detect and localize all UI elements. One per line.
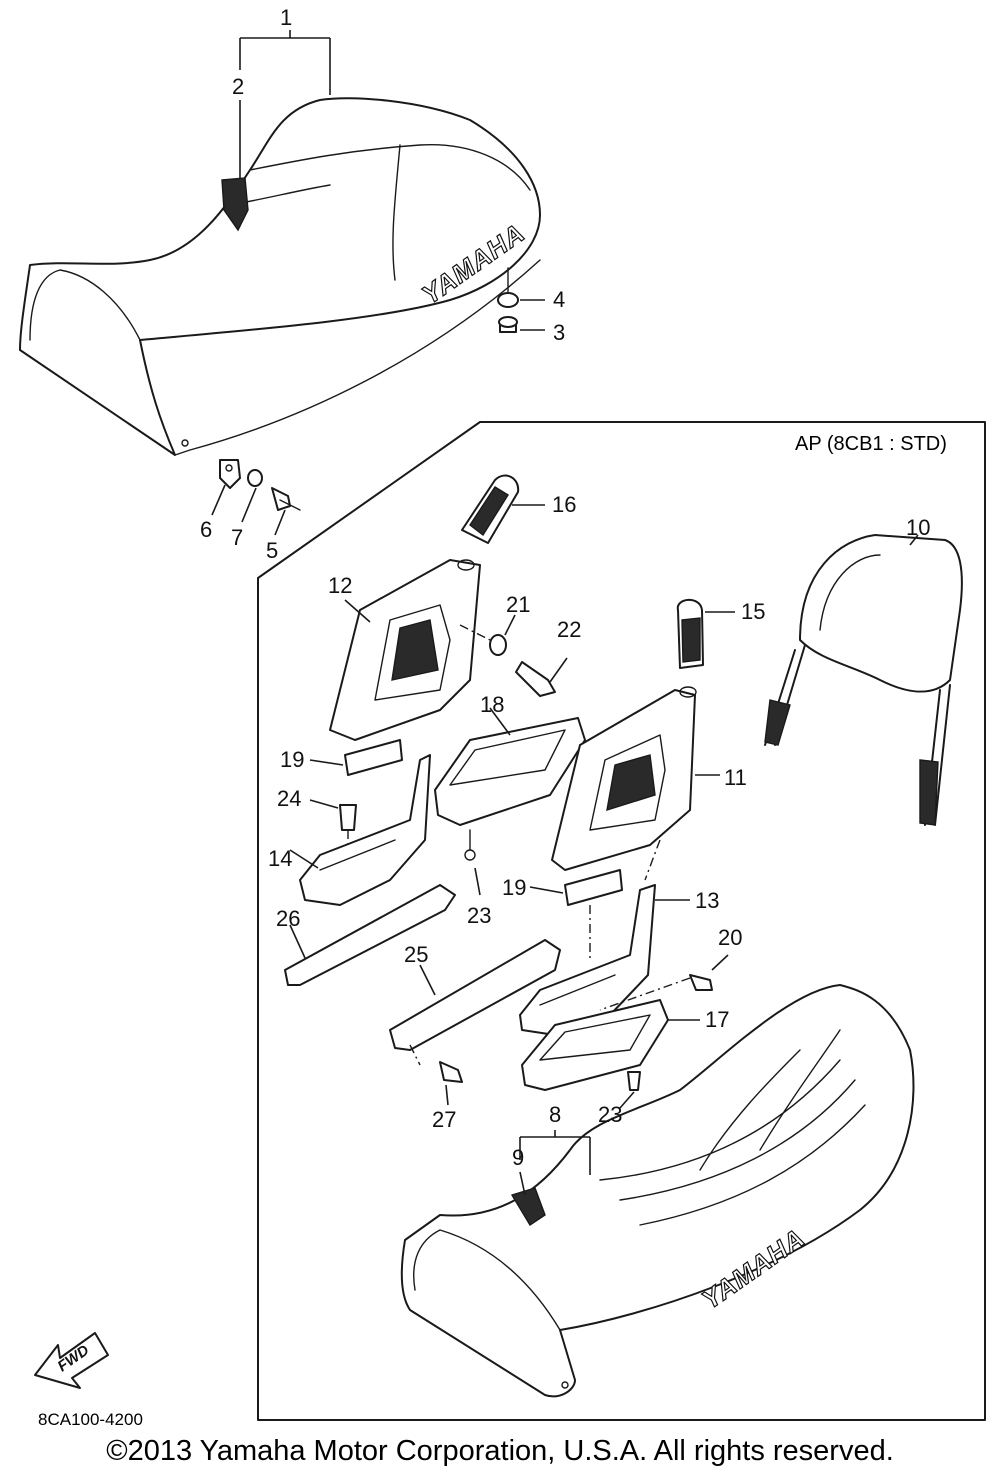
callout-5: 5 bbox=[266, 538, 278, 563]
part-bracket-13 bbox=[519, 884, 690, 1036]
callout-10: 10 bbox=[906, 515, 930, 540]
part-handle-11 bbox=[551, 686, 720, 881]
top-seat-assembly: YAMAHA bbox=[19, 97, 541, 456]
callout-1: 1 bbox=[280, 5, 292, 30]
callout-19-upper: 19 bbox=[280, 747, 304, 772]
variant-frame bbox=[257, 421, 986, 1421]
part-rail-25 bbox=[389, 939, 561, 1066]
callout-8: 8 bbox=[549, 1102, 561, 1127]
callout-23-lower: 23 bbox=[598, 1102, 622, 1127]
leader-1-2 bbox=[239, 30, 331, 178]
callout-13: 13 bbox=[695, 888, 719, 913]
callout-18: 18 bbox=[480, 692, 504, 717]
part-bracket-14 bbox=[289, 754, 431, 906]
callout-26: 26 bbox=[276, 906, 300, 931]
fwd-arrow: FWD bbox=[34, 1332, 109, 1389]
callout-9: 9 bbox=[512, 1145, 524, 1170]
callout-7: 7 bbox=[231, 525, 243, 550]
callout-6: 6 bbox=[200, 517, 212, 542]
part-backrest-10 bbox=[764, 534, 963, 826]
callout-15: 15 bbox=[741, 599, 765, 624]
callout-14: 14 bbox=[268, 846, 292, 871]
part-handle-12 bbox=[329, 559, 481, 741]
callout-24: 24 bbox=[277, 786, 301, 811]
part-pad-19-lower bbox=[529, 869, 623, 906]
callout-21: 21 bbox=[506, 592, 530, 617]
part-grip-16 bbox=[461, 474, 545, 544]
callout-4: 4 bbox=[553, 287, 565, 312]
callout-22: 22 bbox=[557, 617, 581, 642]
diagram-code: 8CA100-4200 bbox=[38, 1410, 143, 1429]
callout-3: 3 bbox=[553, 320, 565, 345]
part-rail-26 bbox=[284, 884, 456, 986]
part-collar-bolt-21-22 bbox=[459, 614, 568, 697]
callout-23-upper: 23 bbox=[467, 903, 491, 928]
callout-2: 2 bbox=[232, 74, 244, 99]
callout-17: 17 bbox=[705, 1007, 729, 1032]
part-grip-15 bbox=[676, 598, 735, 669]
part-screw-20 bbox=[599, 954, 729, 1011]
part-pad-19-upper bbox=[309, 739, 403, 776]
part-armrest-18 bbox=[434, 707, 586, 896]
part-armrest-17 bbox=[521, 999, 700, 1109]
callout-11: 11 bbox=[724, 765, 747, 790]
callout-25: 25 bbox=[404, 942, 428, 967]
part-bracket-washer-bolt bbox=[211, 459, 301, 536]
copyright-footer: ©2013 Yamaha Motor Corporation, U.S.A. A… bbox=[106, 1435, 894, 1467]
bottom-seat-assembly: YAMAHA bbox=[400, 984, 915, 1398]
part-nut-and-cap bbox=[497, 267, 545, 333]
callout-27: 27 bbox=[432, 1107, 456, 1132]
part-bolt-27 bbox=[439, 1061, 463, 1106]
callout-20: 20 bbox=[718, 925, 742, 950]
callout-12: 12 bbox=[328, 573, 352, 598]
callout-19-lower: 19 bbox=[502, 875, 526, 900]
variant-label: AP (8CB1 : STD) bbox=[795, 433, 947, 455]
callout-16: 16 bbox=[552, 492, 576, 517]
